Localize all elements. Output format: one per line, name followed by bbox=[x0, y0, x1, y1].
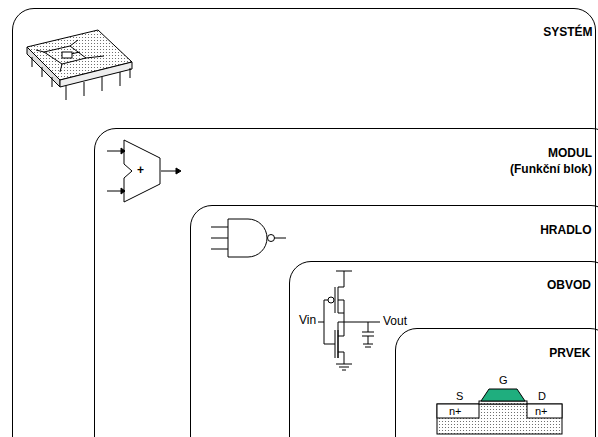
level-title: MODUL bbox=[510, 145, 592, 161]
cmos-inverter bbox=[318, 271, 380, 370]
level-heading: SYSTÉM bbox=[543, 24, 592, 40]
level-heading: PRVEK bbox=[549, 345, 590, 361]
level-heading: MODUL(Funkční blok) bbox=[510, 145, 592, 177]
level-subtitle: (Funkční blok) bbox=[510, 161, 592, 177]
adder-symbol bbox=[107, 140, 181, 202]
level-heading: OBVOD bbox=[547, 277, 591, 293]
level-heading: HRADLO bbox=[540, 222, 591, 238]
chip-package bbox=[27, 30, 132, 100]
terminal-name: G bbox=[499, 374, 508, 387]
level-title: SYSTÉM bbox=[543, 24, 592, 40]
terminal-name: D bbox=[538, 390, 546, 403]
level-title: OBVOD bbox=[547, 277, 591, 293]
doping-region: n+ bbox=[535, 405, 548, 418]
system-box: SYSTÉM MODUL(Funkční blok) HRADLO OBVOD PRVE… bbox=[12, 8, 596, 437]
mosfet-section bbox=[437, 389, 562, 434]
circuit-box: OBVOD PRVEK bbox=[289, 261, 598, 437]
adder-sign: + bbox=[137, 164, 144, 177]
signal-name: Vout bbox=[383, 315, 407, 328]
element-box: PRVEK bbox=[395, 328, 598, 437]
module-box: MODUL(Funkční blok) HRADLO OBVOD PRVEK bbox=[94, 128, 598, 437]
signal-name: Vin bbox=[299, 314, 316, 327]
nand-gate bbox=[211, 219, 286, 257]
level-title: HRADLO bbox=[540, 222, 591, 238]
terminal-name: S bbox=[456, 390, 463, 403]
doping-region: n+ bbox=[449, 405, 462, 418]
level-title: PRVEK bbox=[549, 345, 590, 361]
